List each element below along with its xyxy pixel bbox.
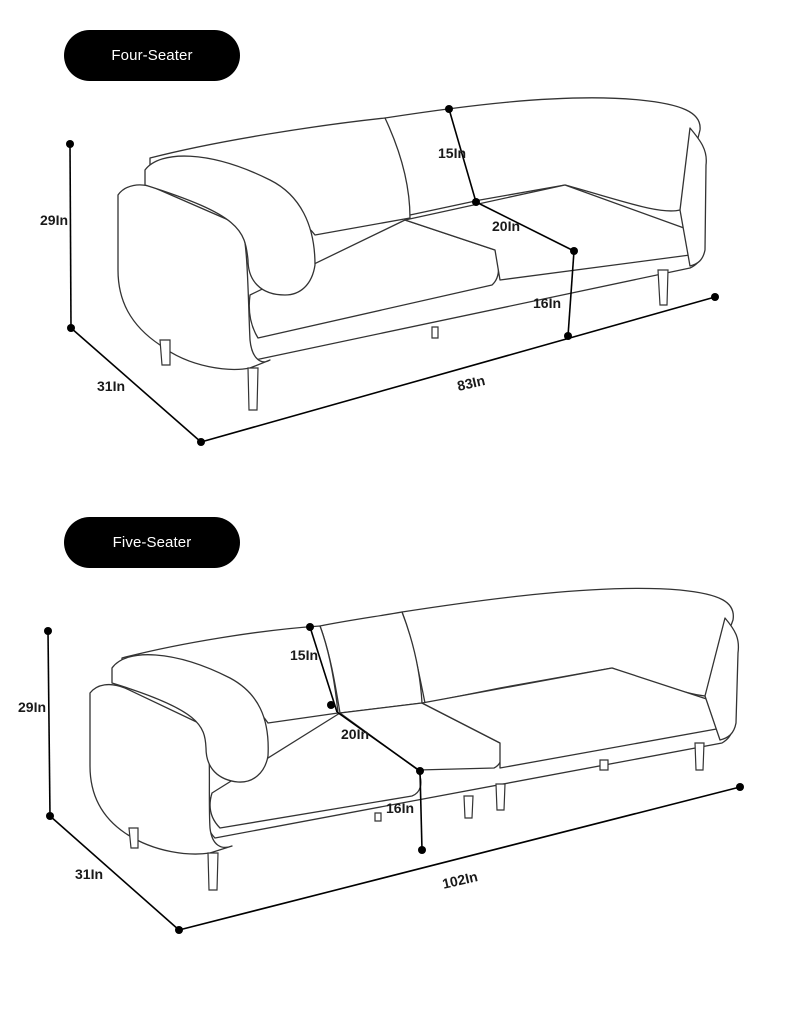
dim-line-seat-height bbox=[419, 770, 423, 851]
dim-seat-height-label: 16In bbox=[386, 800, 415, 816]
dim-endpoint bbox=[67, 324, 75, 332]
four-seater-section: Four-Seater 29In bbox=[0, 0, 790, 500]
dim-depth-label: 31In bbox=[75, 866, 104, 882]
leg bbox=[431, 326, 439, 339]
dim-seat-depth-label: 20In bbox=[492, 218, 521, 234]
leg bbox=[694, 742, 705, 771]
four-seater-label[interactable]: Four-Seater bbox=[64, 30, 240, 81]
dim-line-depth bbox=[70, 327, 202, 443]
leg bbox=[247, 367, 259, 411]
left-pillow bbox=[111, 654, 269, 783]
leg bbox=[207, 852, 219, 891]
five-seater-section: Five-Seater bbox=[0, 488, 790, 1012]
four-seater-sofa-drawing bbox=[66, 97, 719, 446]
dim-line-width bbox=[200, 296, 716, 443]
dim-endpoint bbox=[570, 247, 578, 255]
dim-endpoint bbox=[306, 623, 314, 631]
dim-endpoint bbox=[175, 926, 183, 934]
dim-line-seat-height bbox=[567, 250, 575, 337]
dim-endpoint bbox=[44, 627, 52, 635]
dim-height-label: 29In bbox=[18, 699, 47, 715]
dim-line-seat-depth bbox=[336, 711, 421, 772]
leg bbox=[128, 827, 139, 849]
dim-endpoint bbox=[197, 438, 205, 446]
five-seater-sofa-drawing bbox=[44, 587, 744, 934]
left-pillow bbox=[144, 155, 316, 296]
dim-endpoint bbox=[445, 105, 453, 113]
dim-endpoint bbox=[327, 701, 335, 709]
leg bbox=[463, 795, 474, 819]
dim-endpoint bbox=[46, 812, 54, 820]
leg bbox=[599, 759, 609, 771]
leg bbox=[159, 339, 171, 366]
dim-back-label: 15In bbox=[438, 145, 467, 161]
dim-endpoint bbox=[711, 293, 719, 301]
five-seater-label[interactable]: Five-Seater bbox=[64, 517, 240, 568]
dim-seat-depth-label: 20In bbox=[341, 726, 370, 742]
dim-line-seat-depth bbox=[475, 201, 575, 252]
dim-back-label: 15In bbox=[290, 647, 319, 663]
dim-line-height bbox=[47, 630, 51, 817]
dim-endpoint bbox=[472, 198, 480, 206]
dim-line-back bbox=[448, 108, 477, 203]
dim-line-back bbox=[309, 626, 338, 713]
leg bbox=[374, 812, 382, 822]
dim-depth-label: 31In bbox=[97, 378, 126, 394]
dim-endpoint bbox=[66, 140, 74, 148]
dim-endpoint bbox=[564, 332, 572, 340]
dim-endpoint bbox=[736, 783, 744, 791]
dim-line-width bbox=[178, 786, 741, 931]
back-cushion-right bbox=[401, 587, 734, 704]
dim-seat-height-label: 16In bbox=[533, 295, 562, 311]
leg bbox=[657, 269, 669, 306]
left-arm bbox=[89, 683, 233, 855]
right-arm bbox=[679, 127, 707, 267]
dim-endpoint bbox=[418, 846, 426, 854]
dim-endpoint bbox=[416, 767, 424, 775]
dim-line-depth bbox=[49, 815, 180, 931]
leg bbox=[495, 783, 506, 811]
right-arm bbox=[704, 617, 740, 741]
dim-height-label: 29In bbox=[40, 212, 69, 228]
dim-line-height bbox=[69, 143, 72, 329]
